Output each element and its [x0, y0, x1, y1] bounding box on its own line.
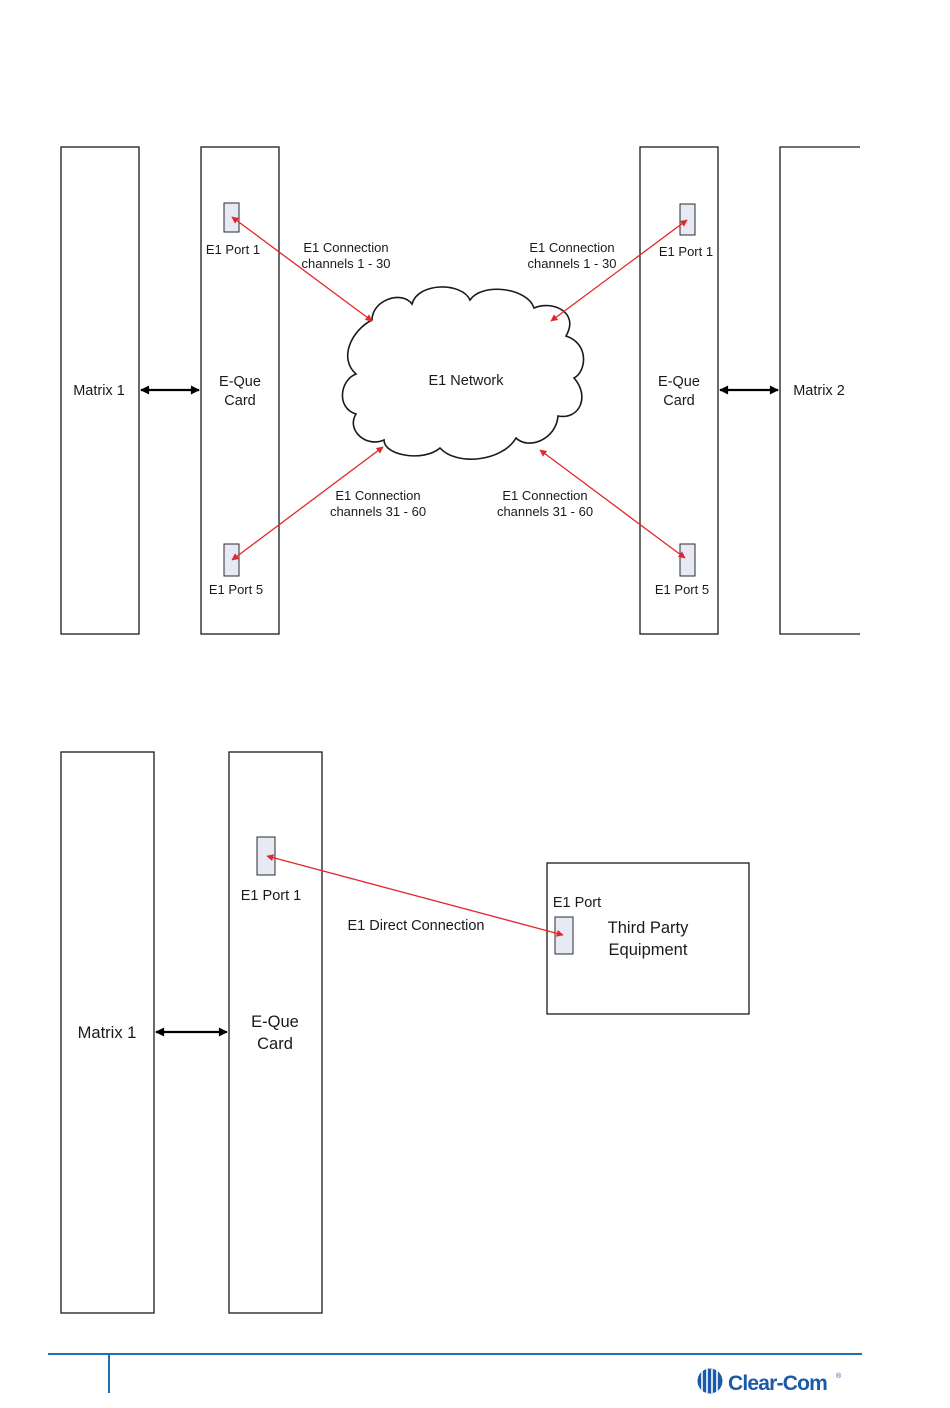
third-party-label-line2: Equipment [609, 941, 688, 959]
clear-com-globe-icon [697, 1368, 723, 1394]
right-card-label-line1: E-Que [658, 374, 700, 390]
conn-bottom-right-line2: channels 31 - 60 [497, 504, 593, 519]
conn-bottom-left-line1: E1 Connection [335, 488, 420, 503]
conn-bottom-right-line1: E1 Connection [502, 488, 587, 503]
matrix-1-label: Matrix 1 [73, 383, 125, 399]
right-e1-port-5-label: E1 Port 5 [655, 582, 709, 597]
conn-top-left-line1: E1 Connection [303, 240, 388, 255]
third-party-label-line1: Third Party [608, 919, 689, 937]
right-port-5-to-network [539, 449, 686, 559]
diagram-e1-direct: Matrix 1 E-Que Card E1 Port 1 E1 Port Th… [60, 751, 750, 1314]
left-e1-port-5-label: E1 Port 5 [209, 582, 263, 597]
page-footer: Clear-Com ® [48, 1353, 862, 1395]
e1-network-label: E1 Network [429, 373, 505, 389]
right-e1-port-1 [679, 203, 696, 236]
left-eque-card [200, 146, 280, 635]
eque-card-direct [228, 751, 323, 1314]
e1-network-cloud [341, 286, 585, 460]
matrix-1-label-direct: Matrix 1 [78, 1024, 137, 1042]
left-port-5-to-network [231, 446, 384, 561]
right-card-label-line2: Card [663, 393, 694, 409]
card-label-line1-direct: E-Que [251, 1013, 299, 1031]
direct-connection-label: E1 Direct Connection [347, 918, 484, 934]
left-port-1-to-network [231, 216, 373, 322]
right-eque-card [639, 146, 719, 635]
right-e1-port-1-label: E1 Port 1 [659, 244, 713, 259]
clear-com-logo: Clear-Com ® [697, 1368, 842, 1395]
right-port-1-to-network [550, 219, 688, 322]
clear-com-wordmark: Clear-Com [728, 1372, 827, 1395]
e1-port-1-direct [256, 836, 276, 876]
left-e1-port-1-label: E1 Port 1 [206, 242, 260, 257]
conn-bottom-left-line2: channels 31 - 60 [330, 504, 426, 519]
conn-top-left-line2: channels 1 - 30 [302, 256, 391, 271]
diagram-e1-network: Matrix 1 E-Que Card E1 Port 1 E1 Port 5 … [60, 146, 860, 635]
right-e1-port-5 [679, 543, 696, 577]
e1-port-1-label-direct: E1 Port 1 [241, 888, 301, 904]
left-card-label-line1: E-Que [219, 374, 261, 390]
third-party-port-label: E1 Port [553, 895, 601, 911]
matrix-2-block [779, 146, 860, 635]
left-e1-port-1 [223, 202, 240, 233]
matrix-1-block-direct [60, 751, 155, 1314]
third-party-e1-port [554, 916, 574, 955]
registered-mark: ® [836, 1372, 842, 1380]
card-label-line2-direct: Card [257, 1035, 293, 1053]
conn-top-right-line2: channels 1 - 30 [528, 256, 617, 271]
left-card-label-line2: Card [224, 393, 255, 409]
matrix-2-label: Matrix 2 [793, 383, 845, 399]
conn-top-right-line1: E1 Connection [529, 240, 614, 255]
matrix-1-block [60, 146, 140, 635]
direct-connection-arrow [266, 854, 564, 937]
third-party-equipment-box [546, 862, 750, 1015]
left-e1-port-5 [223, 543, 240, 577]
